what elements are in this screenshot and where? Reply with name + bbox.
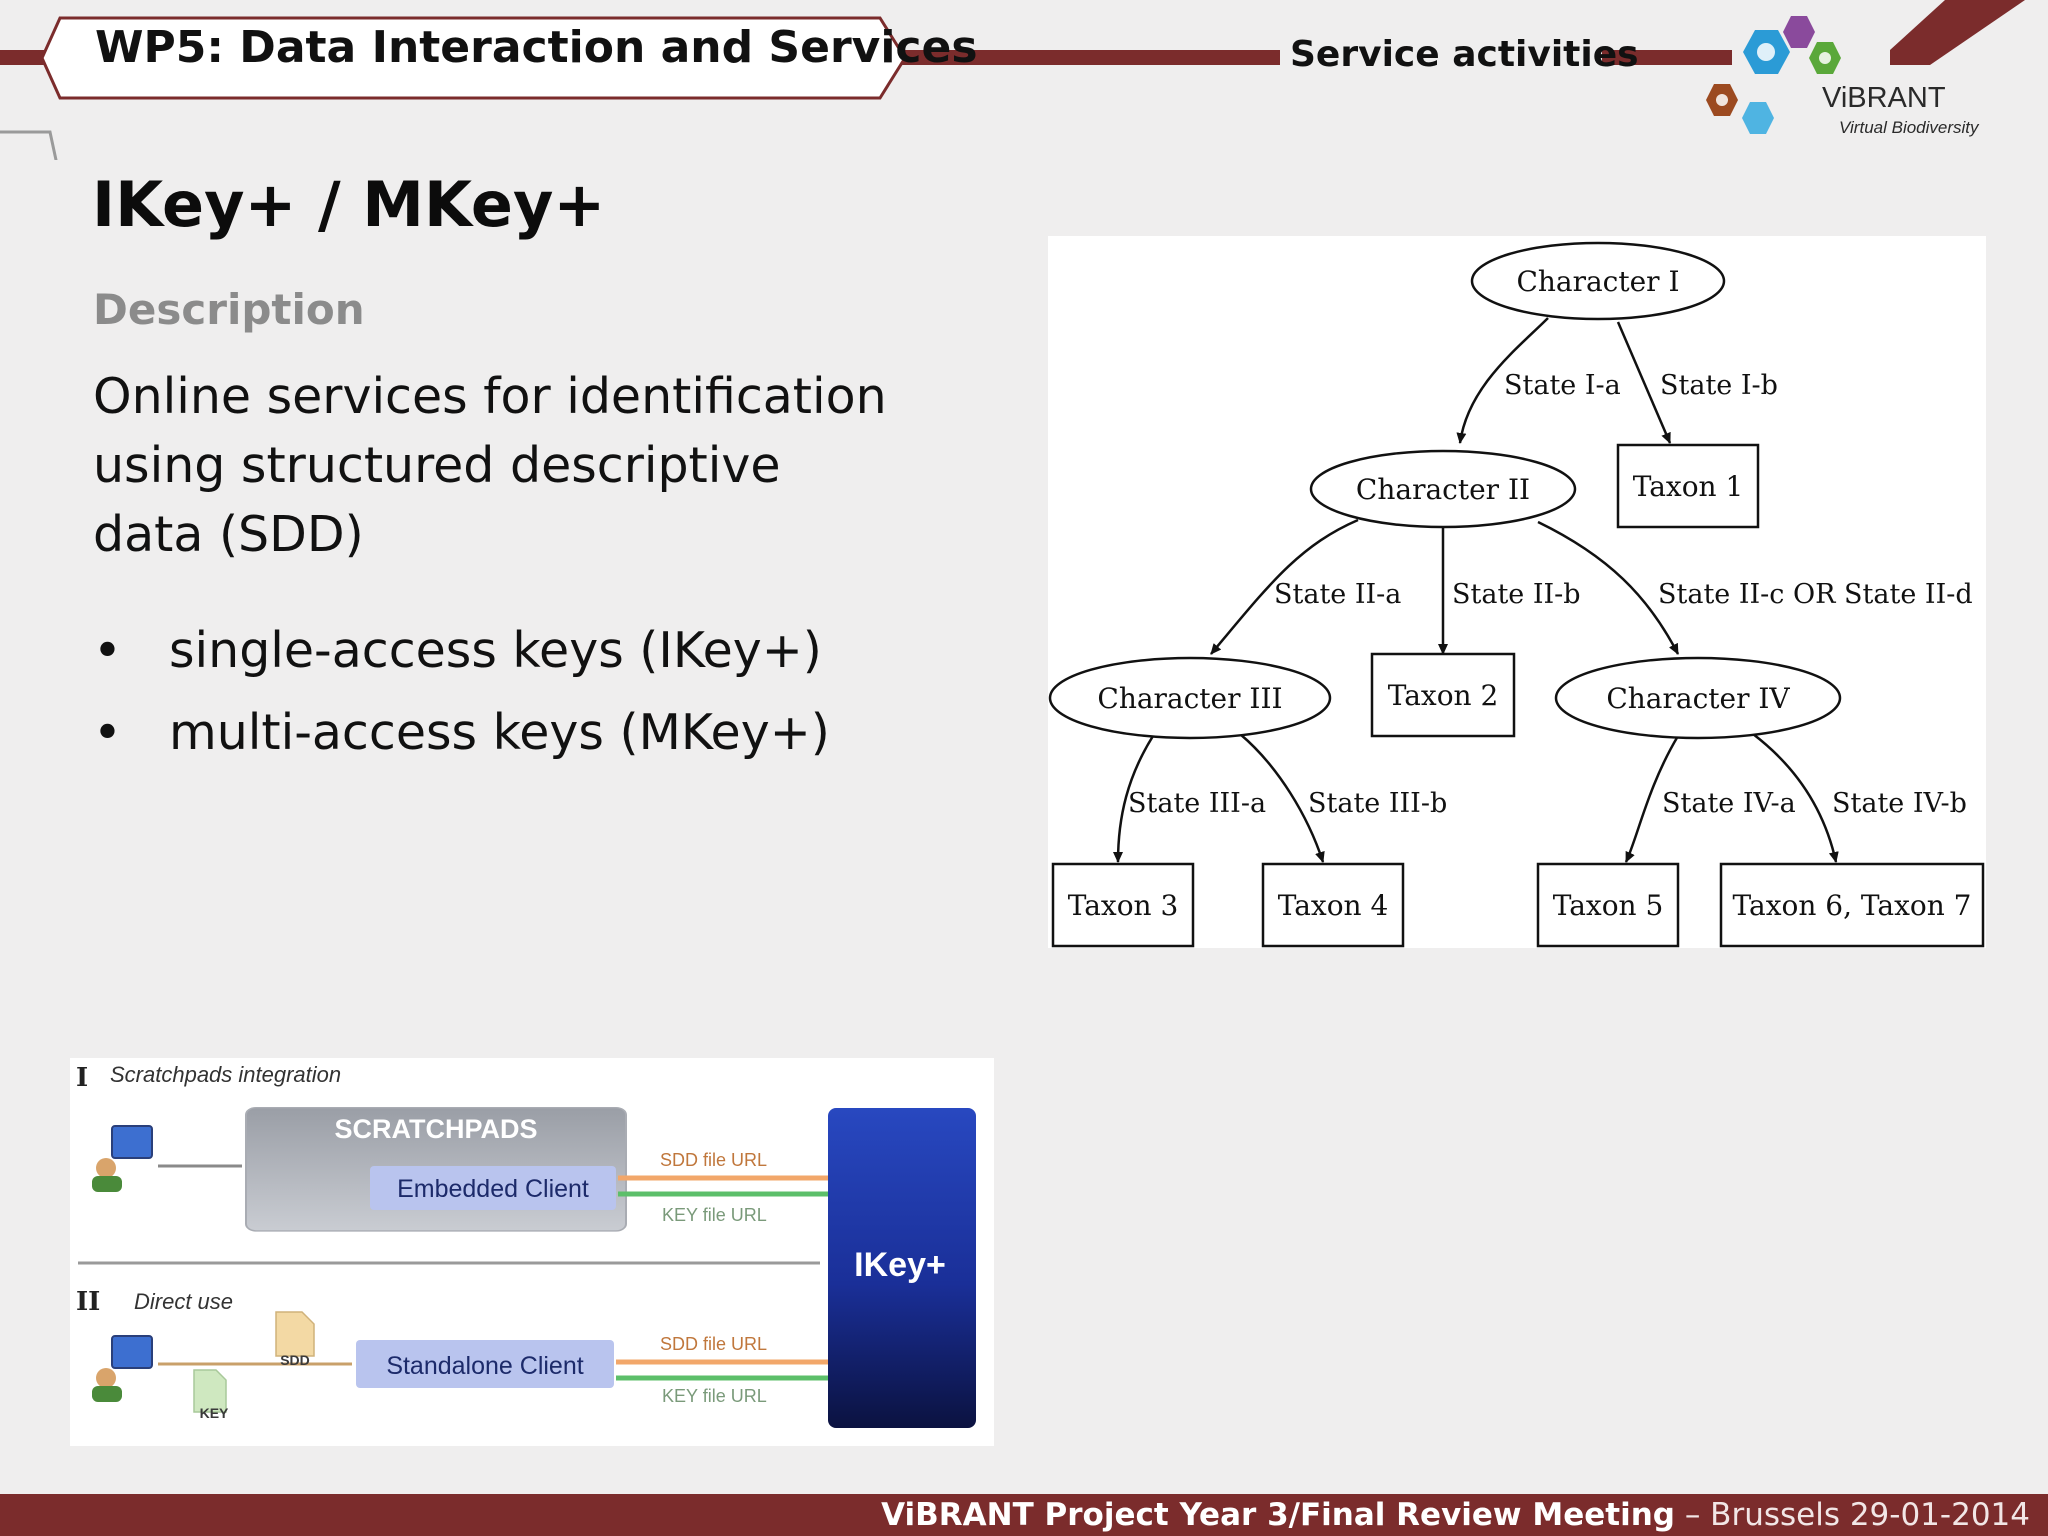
edge-state-iii-b [1239,733,1325,863]
edge-label-state-ii-b: State II-b [1452,579,1581,610]
edge-label-state-i-a: State I-a [1504,370,1621,401]
edge-state-iv-b [1752,733,1839,863]
svg-text:SDD: SDD [280,1352,310,1368]
node-character-i [1470,241,1726,321]
node-taxon-6-7-label: Taxon 6, Taxon 7 [1733,889,1972,922]
footer-bar [0,1494,2048,1536]
node-character-i-label: Character I [1516,265,1679,298]
slide-title: IKey+ / MKey+ [92,168,606,241]
header-band-middle [895,50,1280,65]
user-computer-icon [92,1335,153,1402]
wp-title: WP5: Data Interaction and Services [95,22,978,73]
svg-text:KEY: KEY [200,1405,229,1421]
section-1-label: Scratchpads integration [110,1062,341,1087]
edge-state-i-a [1456,317,1549,444]
footer-location-date: – Brussels 29-01-2014 [1674,1497,2030,1533]
sdd-url-label-2: SDD file URL [660,1334,767,1354]
node-taxon-3-label: Taxon 3 [1068,889,1179,922]
header-band-right [1602,50,1732,65]
leaf-icon [1819,52,1831,64]
edge-label-state-i-b: State I-b [1660,370,1778,401]
edge-state-i-b [1616,321,1672,444]
node-taxon-2 [1370,652,1516,738]
paw-icon [1716,94,1728,106]
bullet-text: multi-access keys (MKey+) [169,704,830,761]
section-label: Service activities [1290,34,1639,75]
footer-event: ViBRANT Project Year 3/Final Review Meet… [881,1497,1675,1533]
node-character-iii-label: Character III [1097,682,1282,715]
bullet-dot: • [93,622,122,679]
node-character-iv [1554,656,1842,740]
node-taxon-3 [1051,862,1195,948]
description-heading: Description [93,285,365,334]
tree-background [1048,236,1986,948]
section-1-number: I [76,1063,88,1093]
logo-hex-lightblue [1742,102,1774,134]
node-character-iii [1048,656,1332,740]
node-taxon-1-label: Taxon 1 [1633,470,1744,503]
edge-state-ii-a [1210,518,1359,655]
edge-state-iii-a [1113,735,1155,863]
standalone-client-label: Standalone Client [386,1352,583,1380]
edge-label-state-ii-a: State II-a [1274,579,1401,610]
bullet-dot: • [93,704,122,761]
bullet-item: • single-access keys (IKey+) [93,622,822,679]
vibrant-logo [1706,16,1841,134]
edge-label-state-iii-b: State III-b [1308,788,1447,819]
bullet-item: • multi-access keys (MKey+) [93,704,830,761]
side-hexagon-decoration [0,130,58,160]
title-banner [40,16,907,100]
node-taxon-1 [1616,443,1760,529]
node-character-ii [1309,449,1577,529]
embedded-client-box [370,1166,616,1210]
edge-state-iv-a [1624,735,1680,863]
scratchpads-label: SCRATCHPADS [334,1114,537,1144]
node-taxon-6-7 [1719,862,1985,948]
header-band-corner [1890,0,2025,65]
sdd-document-icon: SDD [275,1311,315,1368]
section-2-label: Direct use [134,1289,233,1314]
key-document-icon: KEY [193,1369,229,1421]
header-decoration [0,0,2025,160]
architecture-diagram: I Scratchpads integration SCRATCHPADS Em… [70,1058,994,1446]
node-taxon-5 [1536,862,1680,948]
edge-label-state-iii-a: State III-a [1128,788,1266,819]
bullet-text: single-access keys (IKey+) [169,622,822,679]
ikey-box [828,1108,976,1428]
node-character-iv-label: Character IV [1606,682,1790,715]
key-url-label-2: KEY file URL [662,1386,767,1406]
node-taxon-4 [1261,862,1405,948]
edge-label-state-iv-b: State IV-b [1832,788,1967,819]
logo-subtitle: Virtual Biodiversity [1839,118,1979,137]
edge-label-state-iv-a: State IV-a [1662,788,1796,819]
sdd-url-label-1: SDD file URL [660,1150,767,1170]
node-taxon-2-label: Taxon 2 [1388,679,1499,712]
key-url-label-1: KEY file URL [662,1205,767,1225]
user-computer-icon [92,1125,153,1192]
edge-label-state-ii-cd: State II-c OR State II-d [1658,579,1973,610]
node-taxon-5-label: Taxon 5 [1553,889,1664,922]
footer-text: ViBRANT Project Year 3/Final Review Meet… [881,1497,2030,1533]
ikey-label: IKey+ [854,1246,946,1284]
description-text: Online services for identification using… [93,368,887,563]
bird-icon [1757,43,1775,61]
node-taxon-4-label: Taxon 4 [1278,889,1389,922]
logo-hex-purple [1783,16,1815,48]
section-2-number: II [76,1287,100,1317]
embedded-client-label: Embedded Client [397,1175,589,1203]
edge-state-ii-cd [1537,520,1680,655]
standalone-client-box [356,1340,614,1388]
logo-name: ViBRANT [1822,82,1946,114]
node-character-ii-label: Character II [1356,473,1530,506]
identification-key-tree: Character I Character II Character III C… [1048,236,1986,948]
